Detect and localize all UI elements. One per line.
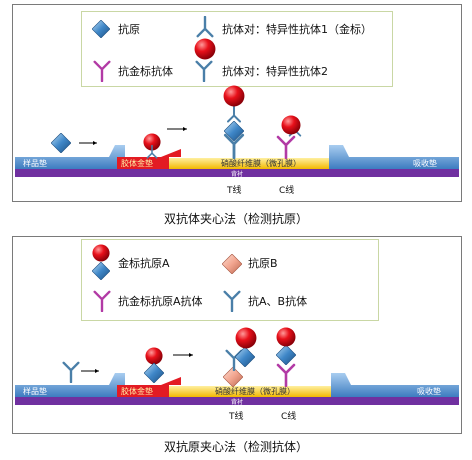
conjugate-pad-label: 胶体金垫: [121, 386, 153, 396]
absorbent-pad: [329, 145, 459, 169]
gold-particle-icon: [145, 347, 163, 365]
t-line-label: T线: [228, 410, 244, 422]
legend-antigen-b-label: 抗原B: [248, 257, 278, 270]
backing-layer: [15, 169, 459, 177]
caption-antibody-sandwich: 双抗体夹心法（检测抗原）: [163, 212, 308, 226]
gold-particle-icon: [281, 115, 301, 135]
backing-layer: [15, 397, 459, 405]
legend-ab-ab-label: 抗A、B抗体: [248, 295, 308, 308]
antigen-icon: [144, 363, 164, 383]
legend-pair-ab1-label: 抗体对：特异性抗体1（金标）: [222, 23, 372, 36]
legend-anti-gold-label: 抗金标抗体: [118, 65, 173, 78]
sample-pad: [15, 145, 125, 169]
antigen-sandwich-panel: 金标抗原A 抗原B 抗金标抗原A抗体 抗A、B抗体 背衬 样品垫 胶体金垫 硝酸…: [12, 236, 462, 434]
nc-membrane-label: 硝酸纤维膜（微孔膜）: [215, 386, 295, 396]
gold-particle-icon: [276, 327, 296, 347]
caption-antigen-sandwich: 双抗原夹心法（检测抗体）: [163, 440, 308, 454]
legend-antigen-label: 抗原: [118, 23, 140, 36]
gold-particle-icon: [235, 327, 257, 349]
test-strip-diagram: 背衬 样品垫 胶体金垫 硝酸纤维膜（微孔膜） 吸收垫 T线 C线: [15, 85, 459, 196]
antigen-icon: [235, 347, 255, 367]
sample-pad-label: 样品垫: [23, 158, 47, 168]
nc-membrane: [169, 386, 339, 397]
c-line-label: C线: [281, 410, 296, 422]
antigen-icon: [276, 345, 296, 365]
sample-pad: [15, 373, 125, 397]
legend-gold-antigen-a-label: 金标抗原A: [118, 257, 170, 270]
antibody-icon: [226, 105, 242, 123]
nc-membrane-label: 硝酸纤维膜（微孔膜）: [221, 158, 301, 168]
conjugate-pad: [117, 385, 169, 397]
anti-gold-antibody-icon: [276, 135, 296, 159]
t-line-label: T线: [226, 184, 242, 196]
absorbent-pad: [331, 373, 459, 397]
test-strip-diagram: 背衬 样品垫 胶体金垫 硝酸纤维膜（微孔膜） 吸收垫 T线 C线: [15, 327, 459, 422]
antigen-icon: [51, 133, 71, 153]
legend-anti-gold-antigen-a-label: 抗金标抗原A抗体: [118, 295, 203, 308]
absorbent-pad-label: 吸收垫: [413, 158, 437, 168]
nc-membrane: [169, 158, 353, 169]
absorbent-pad-label: 吸收垫: [417, 386, 441, 396]
gold-particle-icon: [223, 85, 245, 107]
c-line-label: C线: [279, 184, 294, 196]
sample-pad-label: 样品垫: [23, 386, 47, 396]
anti-gold-antigen-a-antibody-icon: [276, 363, 296, 387]
legend: 抗原 抗体对：特异性抗体1（金标） 抗金标抗体 抗体对：特异性抗体2: [81, 11, 393, 87]
conjugate-pad-label: 胶体金垫: [121, 158, 153, 168]
conjugate-pad: [117, 157, 169, 169]
antibody-sandwich-panel: 抗原 抗体对：特异性抗体1（金标） 抗金标抗体 抗体对：特异性抗体2 背衬 样品…: [12, 4, 462, 202]
legend-pair-ab2-label: 抗体对：特异性抗体2: [222, 65, 328, 78]
legend: 金标抗原A 抗原B 抗金标抗原A抗体 抗A、B抗体: [81, 239, 379, 321]
backing-label: 背衬: [231, 170, 243, 178]
antibody-icon: [62, 361, 80, 383]
backing-label: 背衬: [231, 398, 243, 406]
